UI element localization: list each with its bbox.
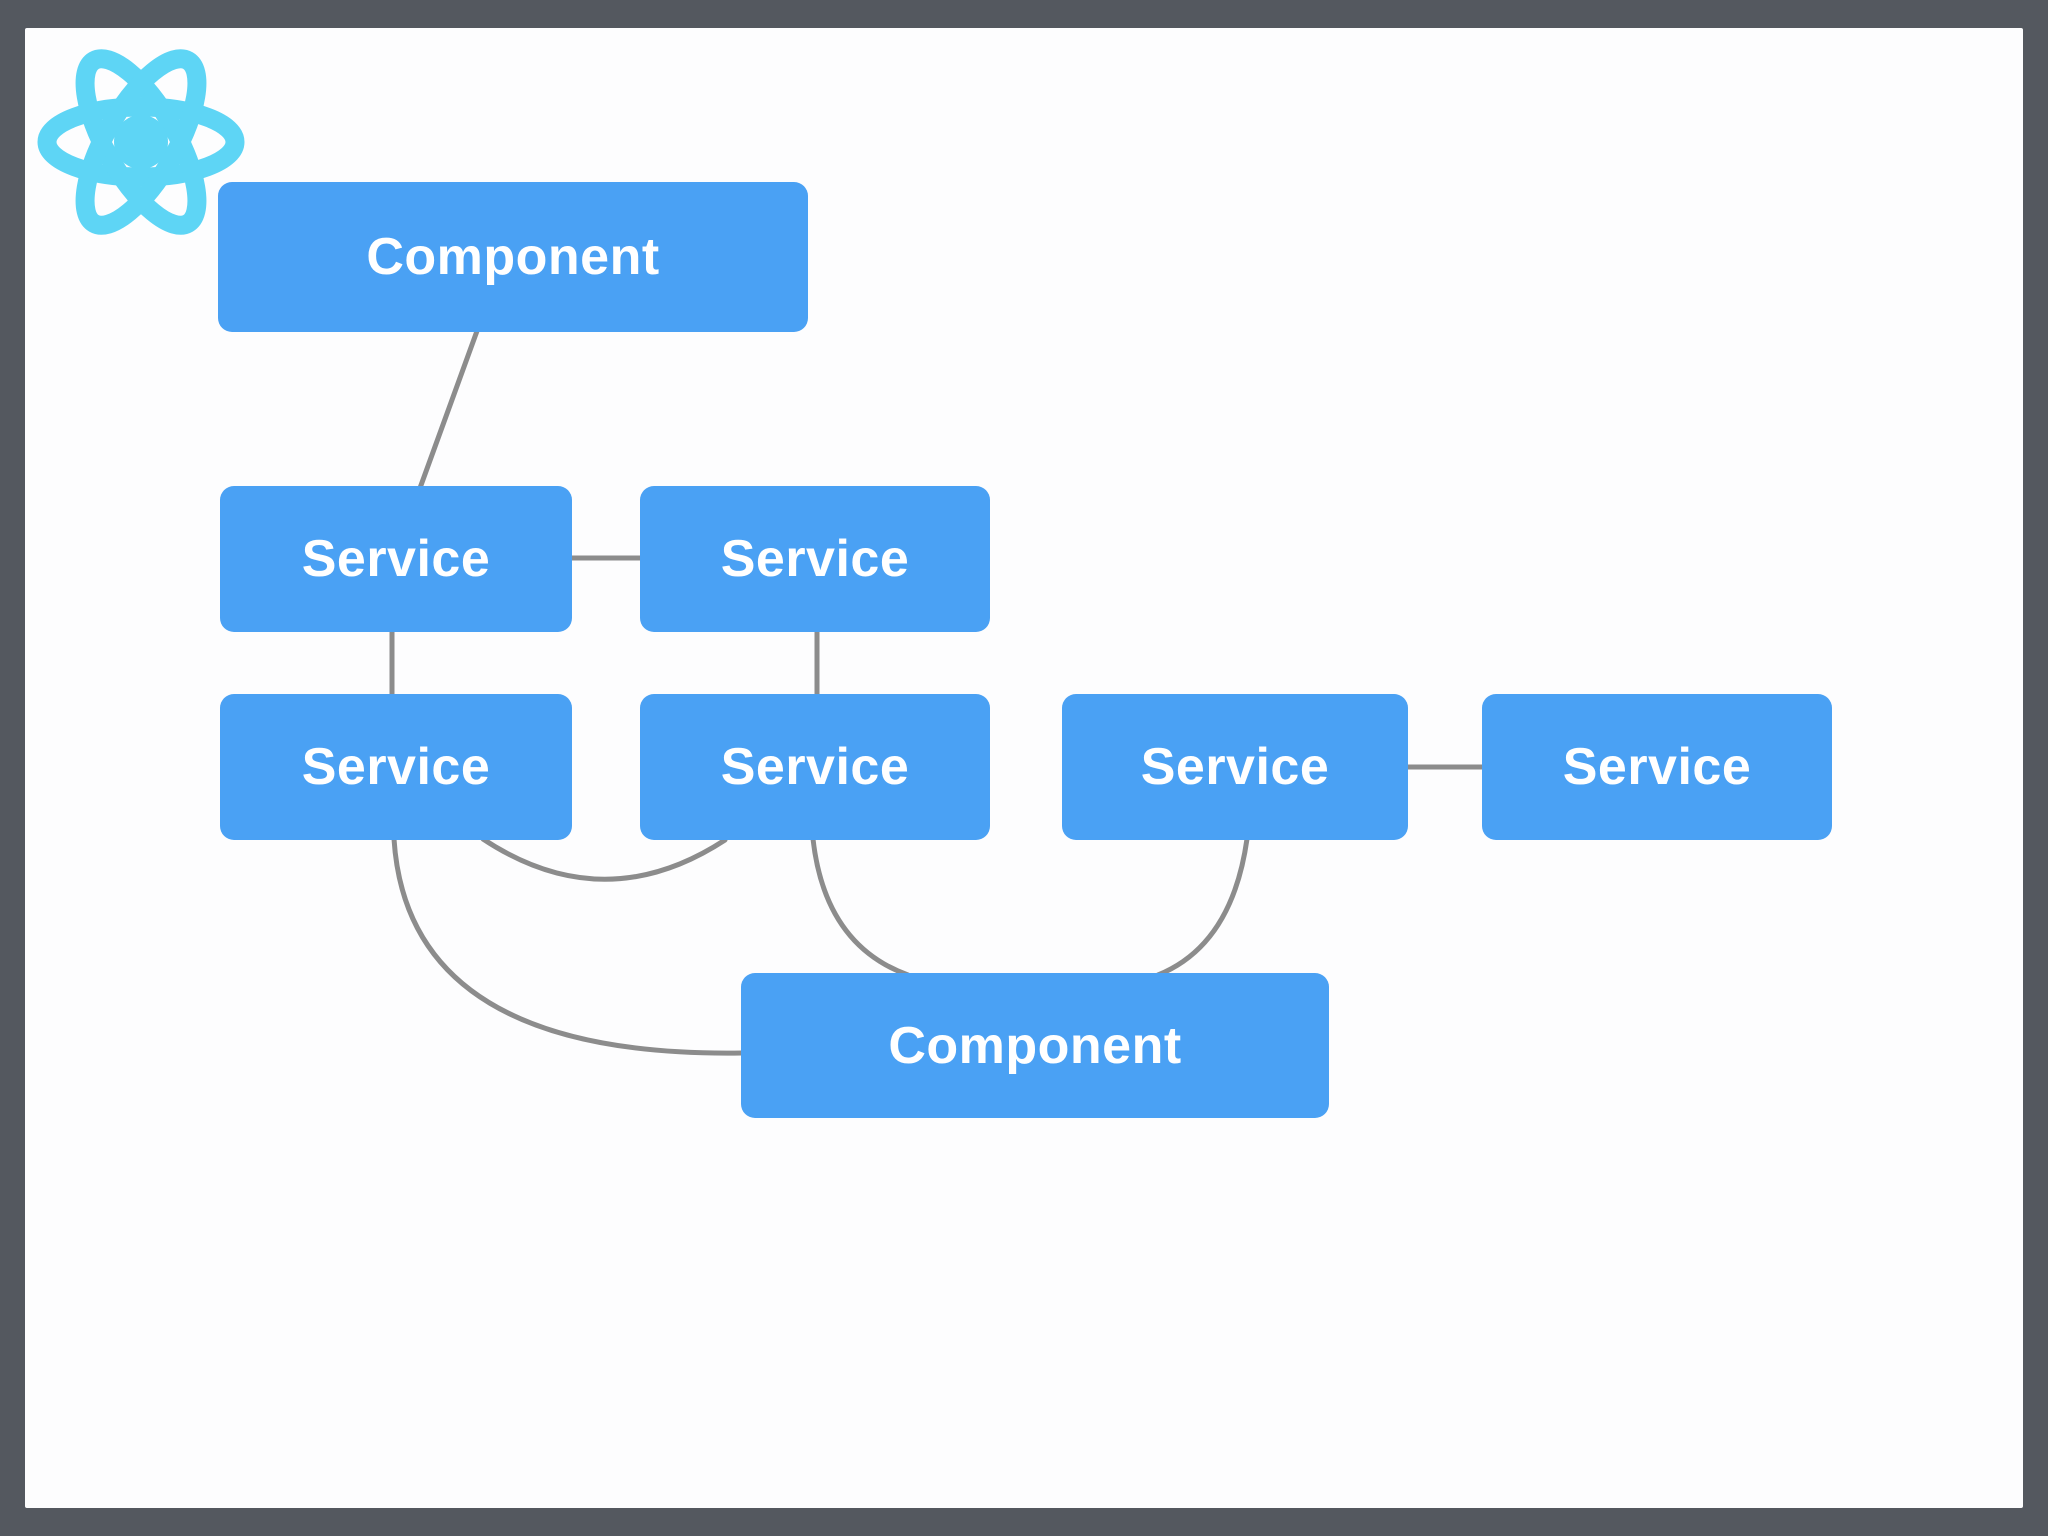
node-label: Component <box>888 1016 1182 1075</box>
node-service-5: Service <box>1062 694 1408 840</box>
node-label: Service <box>1562 738 1752 796</box>
node-component-top: Component <box>218 182 808 332</box>
node-label: Service <box>720 738 910 796</box>
node-label: Service <box>720 530 910 588</box>
node-service-1: Service <box>220 486 572 632</box>
node-service-2: Service <box>640 486 990 632</box>
node-service-6: Service <box>1482 694 1832 840</box>
node-label: Service <box>301 738 491 796</box>
node-label: Service <box>1140 738 1330 796</box>
react-logo-icon <box>37 49 245 235</box>
node-label: Service <box>301 530 491 588</box>
node-label: Component <box>366 228 660 286</box>
node-service-3: Service <box>220 694 572 840</box>
node-service-4: Service <box>640 694 990 840</box>
node-component-bottom: Component <box>741 973 1329 1118</box>
